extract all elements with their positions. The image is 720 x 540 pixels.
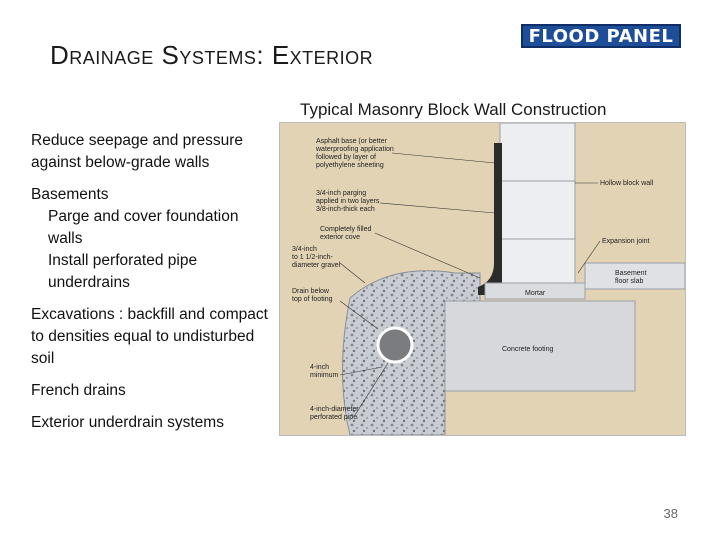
label-basement-1: Basement: [615, 270, 647, 277]
figure-caption: Typical Masonry Block Wall Construction: [300, 100, 607, 119]
bullet-list: Reduce seepage and pressure against belo…: [31, 130, 271, 444]
label-four-inch-1: 4-inch: [310, 364, 329, 371]
bullet-french-drains: French drains: [31, 382, 126, 399]
basement-floor-slab: [584, 262, 686, 290]
label-asphalt-base-4: polyethylene sheeting: [316, 162, 384, 169]
label-drain-below-1: Drain below: [292, 288, 330, 295]
label-perforated-pipe-1: 4-inch-diameter: [310, 406, 359, 413]
label-filled-cove-1: Completely filled: [320, 226, 371, 233]
bullet-excavations: Excavations : backfill and compact to de…: [31, 306, 268, 367]
page-number: 38: [663, 506, 678, 521]
concrete-footing: [444, 300, 636, 392]
hollow-block-wall: [499, 122, 576, 294]
mortar-joint: [484, 282, 586, 300]
label-four-inch-2: minimum: [310, 372, 339, 379]
bullet-basements-label: Basements: [31, 186, 109, 203]
bullet-underdrain-systems: Exterior underdrain systems: [31, 414, 224, 431]
label-basement-2: floor slab: [615, 278, 644, 285]
label-parging-3: 3/8-inch-thick each: [316, 206, 375, 213]
waterproofing-layer: [478, 143, 502, 295]
label-parging-2: applied in two layers: [316, 198, 380, 205]
label-asphalt-base-2: waterproofing application: [315, 146, 394, 153]
sub-bullet-parge: Parge and cover foundation walls: [48, 208, 239, 247]
label-expansion-joint: Expansion joint: [602, 238, 650, 245]
label-parging-1: 3/4-inch parging: [316, 190, 366, 197]
flood-panel-logo: FLOOD PANEL: [521, 24, 681, 48]
bullet-seepage: Reduce seepage and pressure against belo…: [31, 132, 243, 171]
label-gravel-1: 3/4-inch: [292, 246, 317, 253]
label-perforated-pipe-2: perforated pipe: [310, 414, 357, 421]
slide-title: Drainage Systems: Exterior: [50, 40, 374, 70]
label-asphalt-base-1: Asphalt base (or better: [316, 138, 387, 145]
perforated-pipe: [376, 326, 414, 364]
sub-bullet-underdrains: Install perforated pipe underdrains: [48, 252, 198, 291]
label-drain-below-2: top of footing: [292, 296, 333, 303]
label-gravel-3: diameter gravel: [292, 262, 341, 269]
label-mortar: Mortar: [525, 290, 546, 297]
label-gravel-2: to 1 1/2-inch-: [292, 254, 334, 261]
label-concrete-footing: Concrete footing: [502, 346, 553, 353]
label-hollow-block: Hollow block wall: [600, 180, 654, 187]
label-filled-cove-2: exterior cove: [320, 234, 360, 241]
bullet-basements: Basements Parge and cover foundation wal…: [31, 184, 271, 294]
label-asphalt-base-3: followed by layer of: [316, 154, 376, 161]
